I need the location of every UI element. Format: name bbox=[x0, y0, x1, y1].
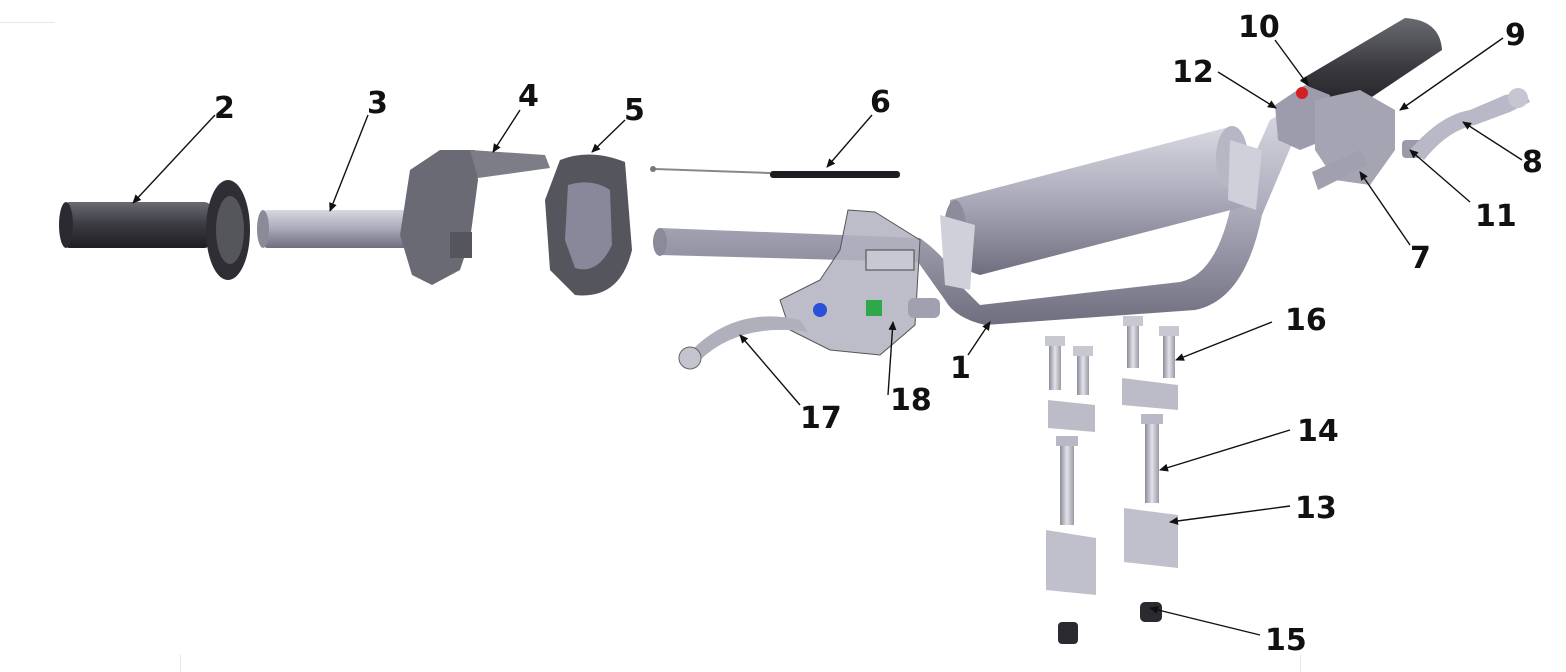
callout-10: 10 bbox=[1238, 10, 1280, 45]
edge-mark-bottom-left bbox=[180, 655, 181, 672]
callout-6: 6 bbox=[870, 85, 891, 120]
lower-risers bbox=[1046, 508, 1178, 595]
callout-7: 7 bbox=[1410, 241, 1431, 276]
upper-clamp-bolts bbox=[1045, 316, 1179, 395]
throttle-housing bbox=[400, 150, 550, 285]
callout-9: 9 bbox=[1505, 18, 1526, 53]
callout-2: 2 bbox=[214, 91, 235, 126]
callout-12: 12 bbox=[1172, 55, 1214, 90]
left-grip bbox=[59, 180, 250, 280]
callout-4: 4 bbox=[518, 79, 539, 114]
callout-1: 1 bbox=[950, 351, 971, 386]
leader-lines bbox=[132, 37, 1523, 636]
callout-5: 5 bbox=[624, 93, 645, 128]
right-grip bbox=[1300, 18, 1442, 115]
upper-clamps bbox=[1048, 378, 1178, 432]
callout-3: 3 bbox=[367, 86, 388, 121]
mount-bolts bbox=[1056, 414, 1163, 525]
handlebar bbox=[653, 108, 1300, 325]
nuts bbox=[1058, 602, 1162, 644]
callout-17: 17 bbox=[800, 401, 842, 436]
callout-15: 15 bbox=[1265, 623, 1307, 658]
throttle-cable bbox=[650, 166, 900, 178]
callout-14: 14 bbox=[1297, 414, 1339, 449]
brake-lever bbox=[1410, 88, 1530, 160]
clutch-lever-assembly bbox=[678, 209, 940, 370]
throttle-cover bbox=[545, 154, 632, 296]
callout-11: 11 bbox=[1475, 199, 1517, 234]
callout-13: 13 bbox=[1295, 491, 1337, 526]
edge-mark-top-left bbox=[0, 22, 55, 23]
callout-labels: 1 2 3 4 5 6 7 8 9 10 11 12 13 14 15 16 1… bbox=[214, 10, 1543, 658]
throttle-tube bbox=[257, 210, 437, 248]
edge-mark-bottom-right bbox=[1300, 655, 1301, 672]
callout-18: 18 bbox=[890, 383, 932, 418]
callout-16: 16 bbox=[1285, 303, 1327, 338]
callout-8: 8 bbox=[1522, 145, 1543, 180]
